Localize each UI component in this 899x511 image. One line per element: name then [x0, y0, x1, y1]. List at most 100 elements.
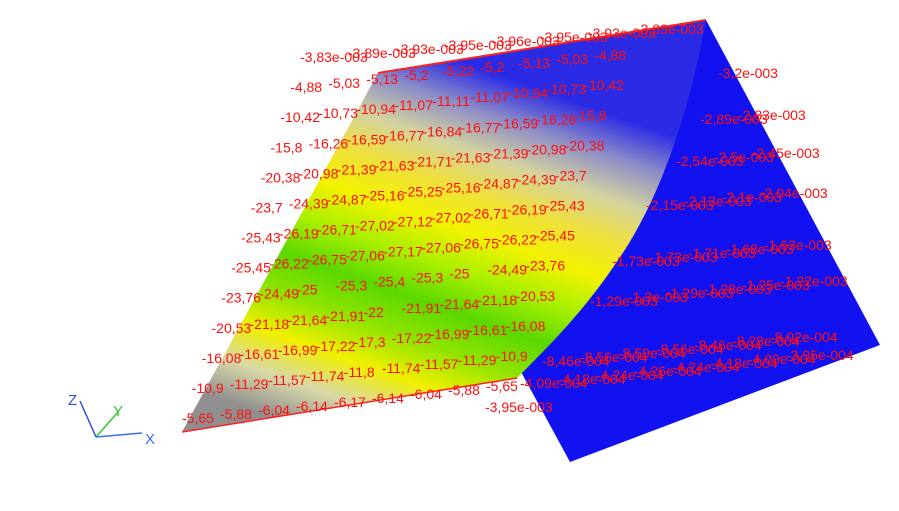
value-label: -11,29	[458, 352, 497, 368]
value-label: -4,18e-004	[710, 355, 778, 371]
value-label: -1,73e-003	[650, 249, 718, 265]
x-axis-line	[95, 432, 143, 438]
value-label: -8,59e-004	[618, 345, 686, 361]
value-label: -8,56e-004	[656, 341, 724, 357]
value-label: -11,8	[344, 364, 375, 380]
value-label: -8,28e-004	[732, 333, 800, 349]
ridge-edge-line	[377, 19, 707, 74]
value-label: -5,65	[182, 410, 214, 426]
value-label: -11,29	[230, 376, 269, 392]
value-label: -10,9	[192, 380, 224, 396]
value-label: -24,49	[259, 286, 299, 302]
value-label: -25,16	[441, 179, 481, 195]
value-label: -10,9	[496, 348, 528, 364]
value-label: -11,57	[268, 372, 307, 388]
value-label: -1,28e-003	[704, 281, 772, 297]
value-label: -25,43	[241, 230, 281, 246]
value-label: -27,06	[421, 240, 461, 256]
value-label: -3,95e-003	[444, 37, 512, 53]
value-label: -8,02e-004	[770, 329, 838, 345]
value-label: -24,49	[487, 262, 527, 278]
value-label: -25,3	[411, 270, 443, 286]
value-label: -3,2e-003	[718, 65, 778, 81]
value-label: -3,95e-004	[786, 347, 854, 363]
value-label: -24,39	[517, 171, 557, 187]
z-axis-line	[79, 400, 97, 438]
value-label: -4,24e-004	[596, 367, 664, 383]
value-label: -25,45	[231, 260, 271, 276]
value-label: -16,77	[461, 119, 501, 135]
value-label: -3,96e-003	[492, 33, 560, 49]
value-label: -11,74	[306, 368, 345, 384]
bottom-edge-line	[181, 377, 518, 433]
value-label: -3,83e-003	[300, 49, 368, 65]
value-label: -26,71	[317, 222, 357, 238]
value-label: -21,91	[402, 300, 442, 316]
value-label: -2,45e-003	[752, 145, 820, 161]
value-label: -27,02	[355, 218, 395, 234]
value-label: -16,99	[430, 326, 470, 342]
value-label: -5,22	[442, 63, 474, 79]
z-axis-label: Z	[68, 392, 77, 409]
value-label: -27,06	[345, 248, 385, 264]
value-label: -24,87	[479, 175, 519, 191]
value-label: -26,22	[497, 232, 537, 248]
value-label: -21,18	[250, 316, 290, 332]
value-label: -25,4	[373, 274, 405, 290]
value-label: -26,71	[469, 206, 509, 222]
value-label: -20,98	[299, 165, 339, 181]
value-label: -21,71	[413, 153, 453, 169]
value-label: -4,24e-004	[672, 359, 740, 375]
value-label: -21,63	[375, 157, 415, 173]
value-label: -5,03	[328, 75, 360, 91]
value-label: -16,59	[347, 131, 387, 147]
value-label: -3,93e-003	[396, 41, 464, 57]
value-label: -6,04	[258, 402, 290, 418]
value-label: -8,46e-004	[542, 353, 610, 369]
value-label: -1,25e-003	[742, 277, 810, 293]
value-label: -16,99	[278, 342, 318, 358]
x-axis-label: X	[145, 431, 155, 448]
value-label: -20,98	[527, 141, 567, 157]
value-label: -11,07	[470, 89, 509, 105]
value-label: -21,39	[337, 161, 377, 177]
y-axis-line	[95, 411, 119, 438]
value-label: -17,3	[354, 334, 386, 350]
value-label: -1,68e-003	[726, 241, 794, 257]
value-label: -1,22e-003	[780, 273, 848, 289]
value-label: -5,2	[480, 59, 504, 75]
value-label: -11,07	[394, 97, 433, 113]
value-label: -2,15e-003	[646, 197, 714, 213]
value-label: -5,88	[448, 382, 480, 398]
value-label: -16,61	[240, 346, 280, 362]
value-label: -27,17	[383, 244, 423, 260]
value-label: -2,5e-003	[714, 149, 774, 165]
left-value-labels: -3,83e-003-3,89e-003-3,93e-003-3,95e-003…	[182, 21, 704, 426]
value-label: -2,54e-003	[676, 153, 744, 169]
value-label: -21,18	[478, 292, 518, 308]
value-label: -3,93e-003	[588, 25, 656, 41]
value-label: -16,61	[468, 322, 508, 338]
value-label: -25,3	[335, 278, 367, 294]
value-label: -17,22	[316, 338, 356, 354]
value-label: -11,57	[420, 356, 459, 372]
value-label: -1,3e-003	[628, 289, 688, 305]
value-label: -1,29e-003	[590, 293, 658, 309]
value-label: -23,76	[221, 290, 261, 306]
value-label: -5,13	[366, 71, 398, 87]
value-label: -16,84	[423, 123, 463, 139]
value-label: -25,16	[365, 187, 405, 203]
value-label: -8,56e-004	[580, 349, 648, 365]
value-label: -27,02	[431, 210, 471, 226]
value-label: -24,87	[327, 191, 367, 207]
y-axis-label: Y	[113, 403, 123, 420]
value-label: -1,63e-003	[764, 237, 832, 253]
value-label: -25,25	[403, 183, 443, 199]
value-label: -4,88	[594, 47, 626, 63]
value-label: -21,91	[326, 308, 366, 324]
value-label: -27,12	[393, 214, 433, 230]
value-label: -21,39	[489, 145, 529, 161]
left-surface-panel	[182, 20, 706, 432]
value-label: -6,14	[296, 398, 328, 414]
